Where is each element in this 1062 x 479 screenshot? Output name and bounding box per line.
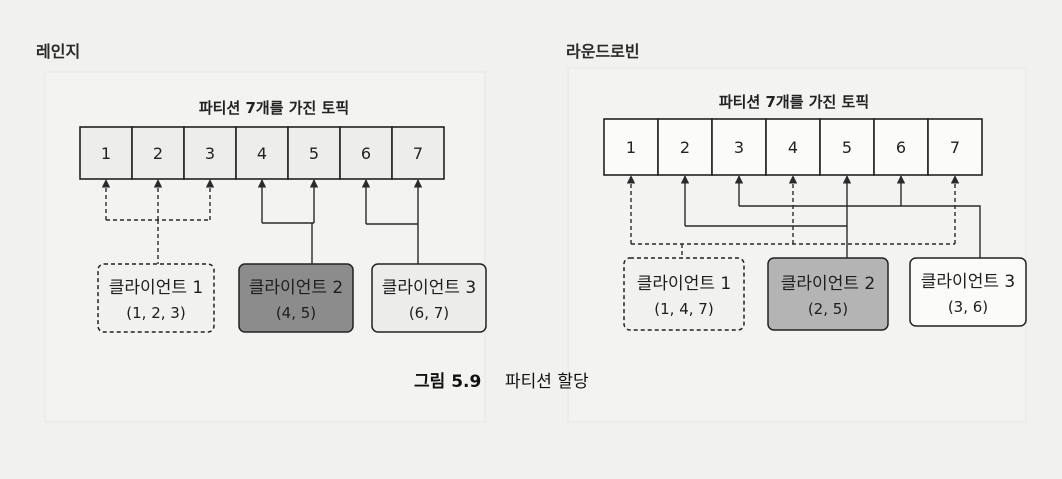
client-name-1: 클라이언트 1 [637, 274, 731, 294]
partition-label-1: 1 [101, 144, 111, 163]
client-partitions-2: (4, 5) [276, 304, 316, 322]
rr-c3-stem [901, 205, 981, 258]
partition-cell-4 [765, 118, 821, 176]
range-partition-row: 1 2 3 4 5 6 7 [79, 126, 445, 180]
client-box-2 [767, 257, 889, 331]
partition-label-1: 1 [626, 138, 636, 157]
partition-label-2: 2 [153, 144, 163, 163]
client-name-2: 클라이언트 2 [781, 274, 875, 294]
partition-cell-7 [927, 118, 983, 176]
partition-cell-2 [657, 118, 713, 176]
client-box-2 [238, 263, 354, 333]
caption-text: 파티션 할당 [505, 372, 589, 392]
partition-cell-6 [339, 126, 393, 180]
range-panel-title: 레인지 [36, 42, 80, 61]
roundrobin-partition-row: 1 2 3 4 5 6 7 [603, 118, 983, 176]
client-partitions-1: (1, 2, 3) [126, 304, 185, 322]
client-partitions-1: (1, 4, 7) [654, 300, 713, 318]
partition-cell-7 [391, 126, 445, 180]
figure-caption: 그림 5.9 파티션 할당 [414, 372, 589, 392]
partition-cell-1 [603, 118, 659, 176]
roundrobin-client-boxes: 클라이언트 1 (1, 4, 7) 클라이언트 2 (2, 5) 클라이언트 3 (3, … [623, 257, 1027, 331]
partition-label-2: 2 [680, 138, 690, 157]
roundrobin-panel-title: 라운드로빈 [566, 42, 640, 61]
range-assignment-links [101, 179, 423, 264]
partition-label-3: 3 [734, 138, 744, 157]
client-name-3: 클라이언트 3 [382, 278, 476, 298]
roundrobin-topic-label: 파티션 7개를 가진 토픽 [719, 93, 869, 111]
partition-label-6: 6 [361, 144, 371, 163]
partition-label-4: 4 [257, 144, 267, 163]
client-name-3: 클라이언트 3 [921, 272, 1015, 292]
range-client-boxes: 클라이언트 1 (1, 2, 3) 클라이언트 2 (4, 5) 클라이언트 3 (6, … [97, 263, 487, 333]
partition-label-3: 3 [205, 144, 215, 163]
range-topic-label: 파티션 7개를 가진 토픽 [199, 99, 349, 117]
client-box-1 [97, 263, 215, 333]
roundrobin-assignment-links [626, 175, 981, 258]
partition-cell-5 [287, 126, 341, 180]
partition-cell-3 [711, 118, 767, 176]
partition-label-5: 5 [309, 144, 319, 163]
client-name-2: 클라이언트 2 [249, 278, 343, 298]
client-name-1: 클라이언트 1 [109, 278, 203, 298]
partition-label-5: 5 [842, 138, 852, 157]
partition-cell-3 [183, 126, 237, 180]
client-partitions-3: (6, 7) [409, 304, 449, 322]
client-partitions-3: (3, 6) [948, 298, 988, 316]
partition-label-4: 4 [788, 138, 798, 157]
client-box-1 [623, 257, 745, 331]
client-box-3 [371, 263, 487, 333]
partition-cell-1 [79, 126, 133, 180]
partition-cell-2 [131, 126, 185, 180]
partition-cell-5 [819, 118, 875, 176]
partition-label-6: 6 [896, 138, 906, 157]
partition-label-7: 7 [413, 144, 423, 163]
roundrobin-panel: 라운드로빈 파티션 7개를 가진 토픽 1 2 3 4 5 6 7 클라이언트 1 (1, 4… [566, 42, 1027, 423]
client-partitions-2: (2, 5) [808, 300, 848, 318]
partition-label-7: 7 [950, 138, 960, 157]
client-box-3 [909, 257, 1027, 327]
range-panel-frame [44, 71, 486, 423]
range-panel: 레인지 파티션 7개를 가진 토픽 1 2 3 4 5 6 7 클라이언트 1 (1, 2, … [36, 42, 487, 423]
caption-label: 그림 5.9 [414, 372, 481, 392]
partition-cell-6 [873, 118, 929, 176]
